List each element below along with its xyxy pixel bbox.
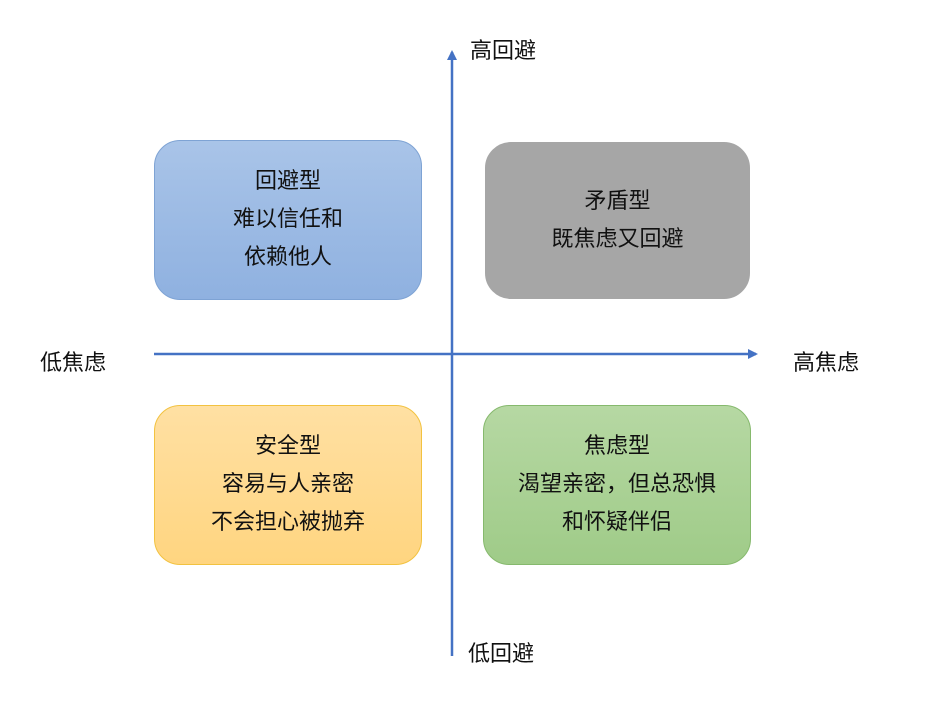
quadrant-secure: 安全型 容易与人亲密 不会担心被抛弃	[154, 405, 422, 565]
quadrant-description: 难以信任和	[232, 207, 343, 232]
quadrant-description: 渴望亲密，但总恐惧	[517, 472, 716, 497]
axis-label-high-avoidance: 高回避	[470, 39, 537, 64]
quadrant-title: 焦虑型	[583, 434, 650, 459]
quadrant-description: 既焦虑又回避	[551, 226, 684, 252]
quadrant-description: 不会担心被抛弃	[210, 510, 365, 535]
quadrant-avoidant: 回避型 难以信任和 依赖他人	[154, 140, 422, 300]
axis-label-low-avoidance: 低回避	[468, 642, 535, 667]
axis-label-high-anxiety: 高焦虑	[793, 351, 860, 376]
quadrant-anxious: 焦虑型 渴望亲密，但总恐惧 和怀疑伴侣	[483, 405, 751, 565]
quadrant-title: 矛盾型	[584, 188, 651, 214]
axis-label-low-anxiety: 低焦虑	[40, 351, 107, 376]
quadrant-description: 容易与人亲密	[221, 472, 354, 497]
quadrant-fearful-avoidant: 矛盾型 既焦虑又回避	[485, 142, 750, 299]
quadrant-description: 和怀疑伴侣	[561, 510, 672, 535]
quadrant-description: 依赖他人	[243, 245, 332, 270]
quadrant-title: 安全型	[254, 434, 321, 459]
quadrant-title: 回避型	[254, 169, 321, 194]
